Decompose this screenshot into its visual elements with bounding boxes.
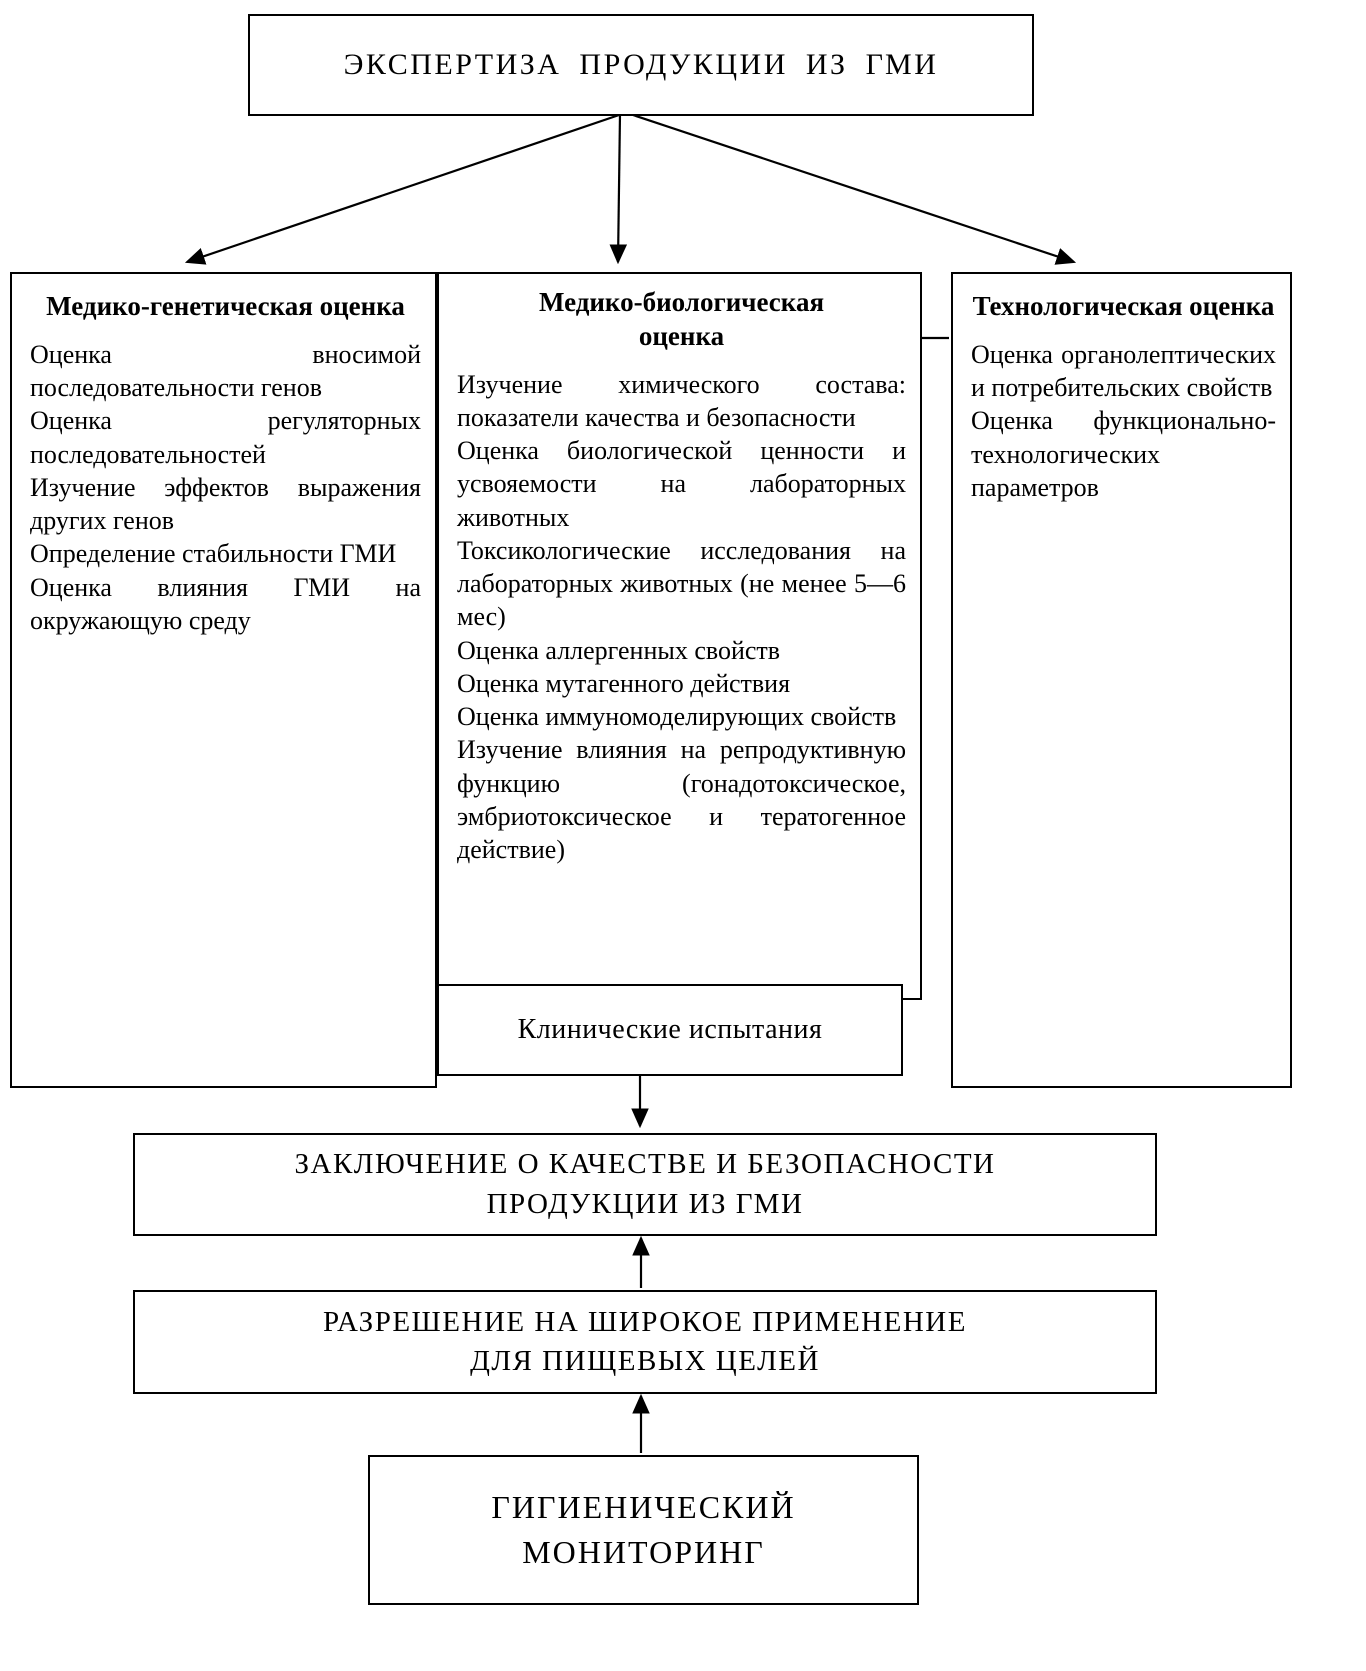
list-item: Токсикологические исследования на лабора… bbox=[457, 535, 906, 632]
list-item: Оценка мутагенного действия bbox=[457, 668, 791, 698]
permission-line-2: ДЛЯ ПИЩЕВЫХ ЦЕЛЕЙ bbox=[470, 1345, 820, 1377]
list-item: Оценка влияния ГМИ на окружающую среду bbox=[30, 572, 421, 635]
permission-label: РАЗРЕШЕНИЕ НА ШИРОКОЕ ПРИМЕНЕНИЕ ДЛЯ ПИЩ… bbox=[323, 1303, 967, 1381]
medical-genetic-assessment-box: Медико-генетическая оценка Оценка вносим… bbox=[10, 272, 437, 1088]
list-item: Оценка иммуномоделирующих свойств bbox=[457, 702, 897, 732]
medical-biological-title: Медико-биологическая оценка bbox=[538, 287, 825, 351]
monitoring-line-1: ГИГИЕНИЧЕСКИЙ bbox=[491, 1489, 796, 1526]
list-item: Оценка органолептических и потребительск… bbox=[971, 339, 1276, 403]
monitoring-line-2: МОНИТОРИНГ bbox=[522, 1534, 765, 1570]
list-item: Оценка регуляторных последовательностей bbox=[30, 406, 421, 469]
medical-genetic-title: Медико-генетическая оценка bbox=[46, 291, 405, 321]
list-item: Определение стабильности ГМИ bbox=[30, 539, 397, 569]
technological-title: Технологическая оценка bbox=[972, 291, 1275, 321]
technological-assessment-box: Технологическая оценка Оценка органолепт… bbox=[951, 272, 1292, 1088]
list-item: Оценка аллергенных свойств bbox=[457, 635, 781, 665]
arrow-top-to-middle bbox=[609, 113, 628, 265]
list-item: Оценка биологической ценности и усвояемо… bbox=[457, 436, 906, 532]
expertise-title-label: ЭКСПЕРТИЗА ПРОДУКЦИИ ИЗ ГМИ bbox=[343, 48, 939, 81]
permission-line-1: РАЗРЕШЕНИЕ НА ШИРОКОЕ ПРИМЕНЕНИЕ bbox=[323, 1305, 967, 1338]
conclusion-box: ЗАКЛЮЧЕНИЕ О КАЧЕСТВЕ И БЕЗОПАСНОСТИ ПРО… bbox=[133, 1133, 1157, 1236]
conclusion-label: ЗАКЛЮЧЕНИЕ О КАЧЕСТВЕ И БЕЗОПАСНОСТИ ПРО… bbox=[294, 1145, 995, 1223]
clinical-trials-label: Клинические испытания bbox=[517, 1014, 823, 1045]
conclusion-line-1: ЗАКЛЮЧЕНИЕ О КАЧЕСТВЕ И БЕЗОПАСНОСТИ bbox=[294, 1148, 996, 1181]
expertise-title-box: ЭКСПЕРТИЗА ПРОДУКЦИИ ИЗ ГМИ bbox=[248, 14, 1034, 116]
list-item: Оценка функционально-технологических пар… bbox=[971, 406, 1276, 502]
list-item: Изучение эффектов выражения других генов bbox=[30, 472, 421, 536]
hygienic-monitoring-box: ГИГИЕНИЧЕСКИЙ МОНИТОРИНГ bbox=[368, 1455, 919, 1605]
list-item: Изучение влияния на репродуктивную функц… bbox=[457, 735, 906, 865]
conclusion-line-2: ПРОДУКЦИИ ИЗ ГМИ bbox=[486, 1187, 804, 1220]
list-item: Оценка вносимой последовательности генов bbox=[30, 339, 421, 403]
arrow-top-to-right bbox=[629, 112, 1077, 265]
medical-biological-assessment-box: Медико-биологическая оценка Изучение хим… bbox=[437, 272, 922, 1000]
hygienic-monitoring-label: ГИГИЕНИЧЕСКИЙ МОНИТОРИНГ bbox=[491, 1485, 795, 1575]
permission-box: РАЗРЕШЕНИЕ НА ШИРОКОЕ ПРИМЕНЕНИЕ ДЛЯ ПИЩ… bbox=[133, 1290, 1157, 1394]
clinical-trials-box: Клинические испытания bbox=[437, 984, 903, 1076]
list-item: Изучение химического состава: показатели… bbox=[457, 369, 906, 432]
arrow-top-to-left bbox=[184, 112, 623, 265]
